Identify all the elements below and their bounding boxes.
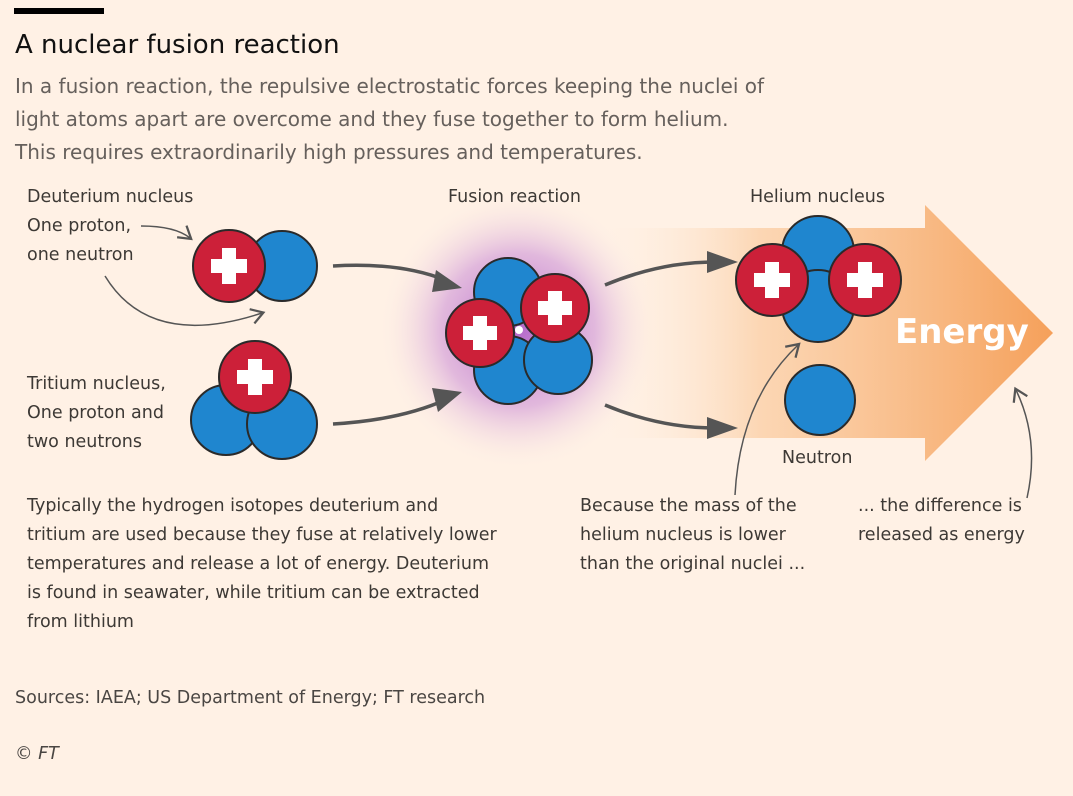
mass-note: Because the mass of the helium nucleus i…: [580, 496, 806, 574]
header-rule: [14, 8, 104, 14]
energy-label: Energy: [895, 312, 1029, 352]
neutron-label: Neutron: [782, 448, 853, 468]
helium-nucleus: [735, 215, 902, 343]
helium-label: Helium nucleus: [750, 187, 885, 207]
page-subtitle: In a fusion reaction, the repulsive elec…: [15, 74, 765, 164]
reaction-arrows: [332, 251, 738, 439]
deuterium-description: One proton, one neutron: [27, 216, 134, 265]
proton-particle: [192, 229, 266, 303]
isotopes-note: Typically the hydrogen isotopes deuteriu…: [27, 496, 497, 632]
page-title: A nuclear fusion reaction: [15, 30, 340, 60]
energy-difference-note: ... the difference is released as energy: [858, 496, 1025, 545]
annotation-arrows: [104, 225, 1033, 499]
deuterium-title: Deuterium nucleus: [27, 187, 194, 207]
free-neutron: [784, 364, 856, 436]
tritium-description: Tritium nucleus, One proton and two neut…: [27, 374, 166, 452]
fusion-cluster: [445, 257, 593, 405]
fusion-diagram: Energy: [104, 190, 1053, 499]
sources-text: Sources: IAEA; US Department of Energy; …: [15, 688, 486, 708]
copyright-text: © FT: [15, 744, 59, 764]
tritium-nucleus: [190, 340, 318, 460]
deuterium-nucleus: [192, 229, 318, 303]
fusion-reaction-label: Fusion reaction: [448, 187, 581, 207]
proton-particle: [218, 340, 292, 414]
footer: Sources: IAEA; US Department of Energy; …: [15, 656, 485, 796]
